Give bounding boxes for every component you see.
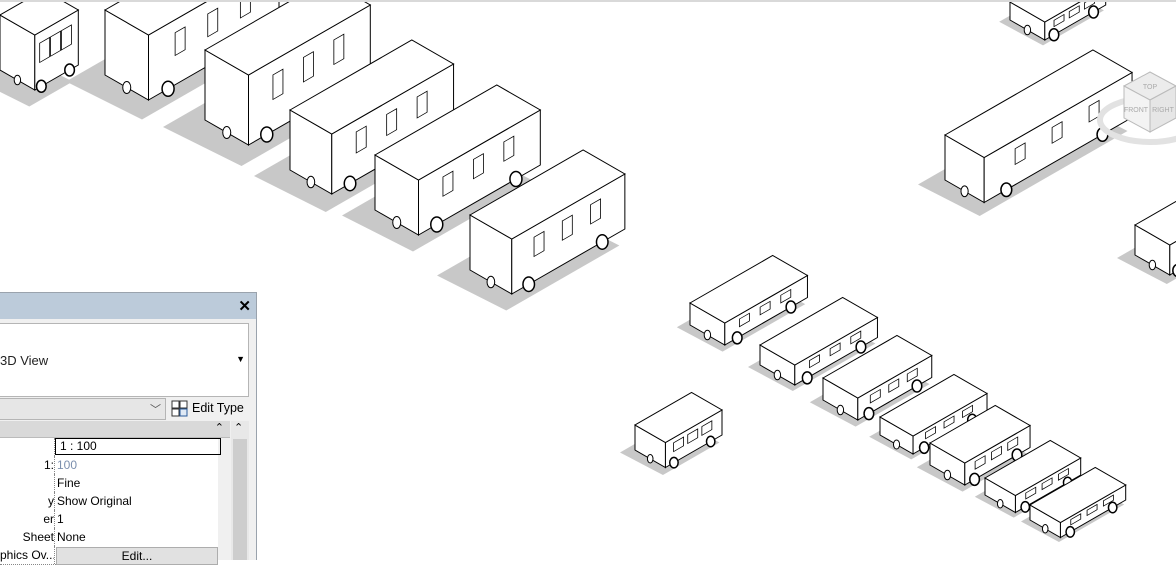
property-value[interactable]: 1 xyxy=(57,512,64,526)
property-value-input[interactable]: 1 : 100 xyxy=(55,438,221,455)
scrollbar[interactable]: ⌃ xyxy=(231,421,249,560)
vehicle-jeep[interactable] xyxy=(620,391,724,476)
edit-type-label: Edit Type xyxy=(192,401,244,415)
vehicle-minibus[interactable] xyxy=(342,84,542,252)
collapse-icon: ⌃ xyxy=(214,422,224,434)
edit-button[interactable]: Edit... xyxy=(56,547,218,565)
property-row: Fine xyxy=(0,474,218,493)
view-cube-face-front[interactable]: FRONT xyxy=(1124,107,1149,114)
vehicle-sedan[interactable] xyxy=(676,254,809,352)
view-border xyxy=(0,0,1176,2)
property-row: 1 : 100 xyxy=(0,438,221,457)
property-value: 100 xyxy=(57,458,78,472)
property-value[interactable]: Show Original xyxy=(57,494,132,508)
property-value[interactable]: Fine xyxy=(57,476,81,490)
chevron-down-icon: ﹀ xyxy=(150,404,161,416)
vehicle-road-grader[interactable] xyxy=(918,49,1134,216)
close-icon[interactable]: ✕ xyxy=(238,298,251,315)
property-row: 1:100 xyxy=(0,456,218,475)
property-value[interactable]: None xyxy=(57,530,86,544)
vehicle-pickup-truck[interactable] xyxy=(809,334,933,427)
property-label: er xyxy=(0,510,55,528)
view-cube-face-right[interactable]: RIGHT xyxy=(1152,107,1175,114)
type-name: 3D View xyxy=(0,353,49,368)
vehicle-sedan[interactable] xyxy=(869,373,989,460)
scrollbar-thumb[interactable] xyxy=(233,439,247,560)
vehicle-camper[interactable] xyxy=(254,39,455,212)
group-header-graphics[interactable]: ⌃ xyxy=(0,421,230,438)
dropdown-arrow-icon: ▼ xyxy=(236,354,245,364)
property-label: Sheet xyxy=(0,528,55,546)
edit-type-icon xyxy=(171,400,188,416)
property-label: y xyxy=(0,492,55,510)
vehicle-loader[interactable] xyxy=(1117,195,1176,284)
vehicle-building[interactable] xyxy=(999,0,1107,46)
property-label: 1: xyxy=(0,456,55,474)
vehicle-suv[interactable] xyxy=(916,404,1032,492)
property-label xyxy=(0,474,55,492)
type-selector[interactable]: 3D View ▼ xyxy=(0,323,249,397)
vehicle-sedan[interactable] xyxy=(748,296,879,392)
property-label xyxy=(0,438,55,456)
property-label: phics Ov... xyxy=(0,546,55,564)
vehicle-sports-car[interactable] xyxy=(974,439,1082,518)
view-cube-face-top[interactable]: TOP xyxy=(1143,84,1158,91)
property-row: phics Ov...Edit... xyxy=(0,546,218,565)
properties-header[interactable]: ✕ xyxy=(0,293,256,319)
vehicle-ambulance[interactable] xyxy=(437,149,626,311)
edit-type-button[interactable]: Edit Type xyxy=(171,398,244,418)
vehicle-sports-car[interactable] xyxy=(1021,466,1127,543)
vehicle-delivery-truck[interactable] xyxy=(163,0,372,166)
vehicle-bus[interactable] xyxy=(0,0,80,107)
instance-filter-dropdown[interactable]: ﹀ xyxy=(0,398,166,420)
scroll-up-icon: ⌃ xyxy=(234,422,244,434)
